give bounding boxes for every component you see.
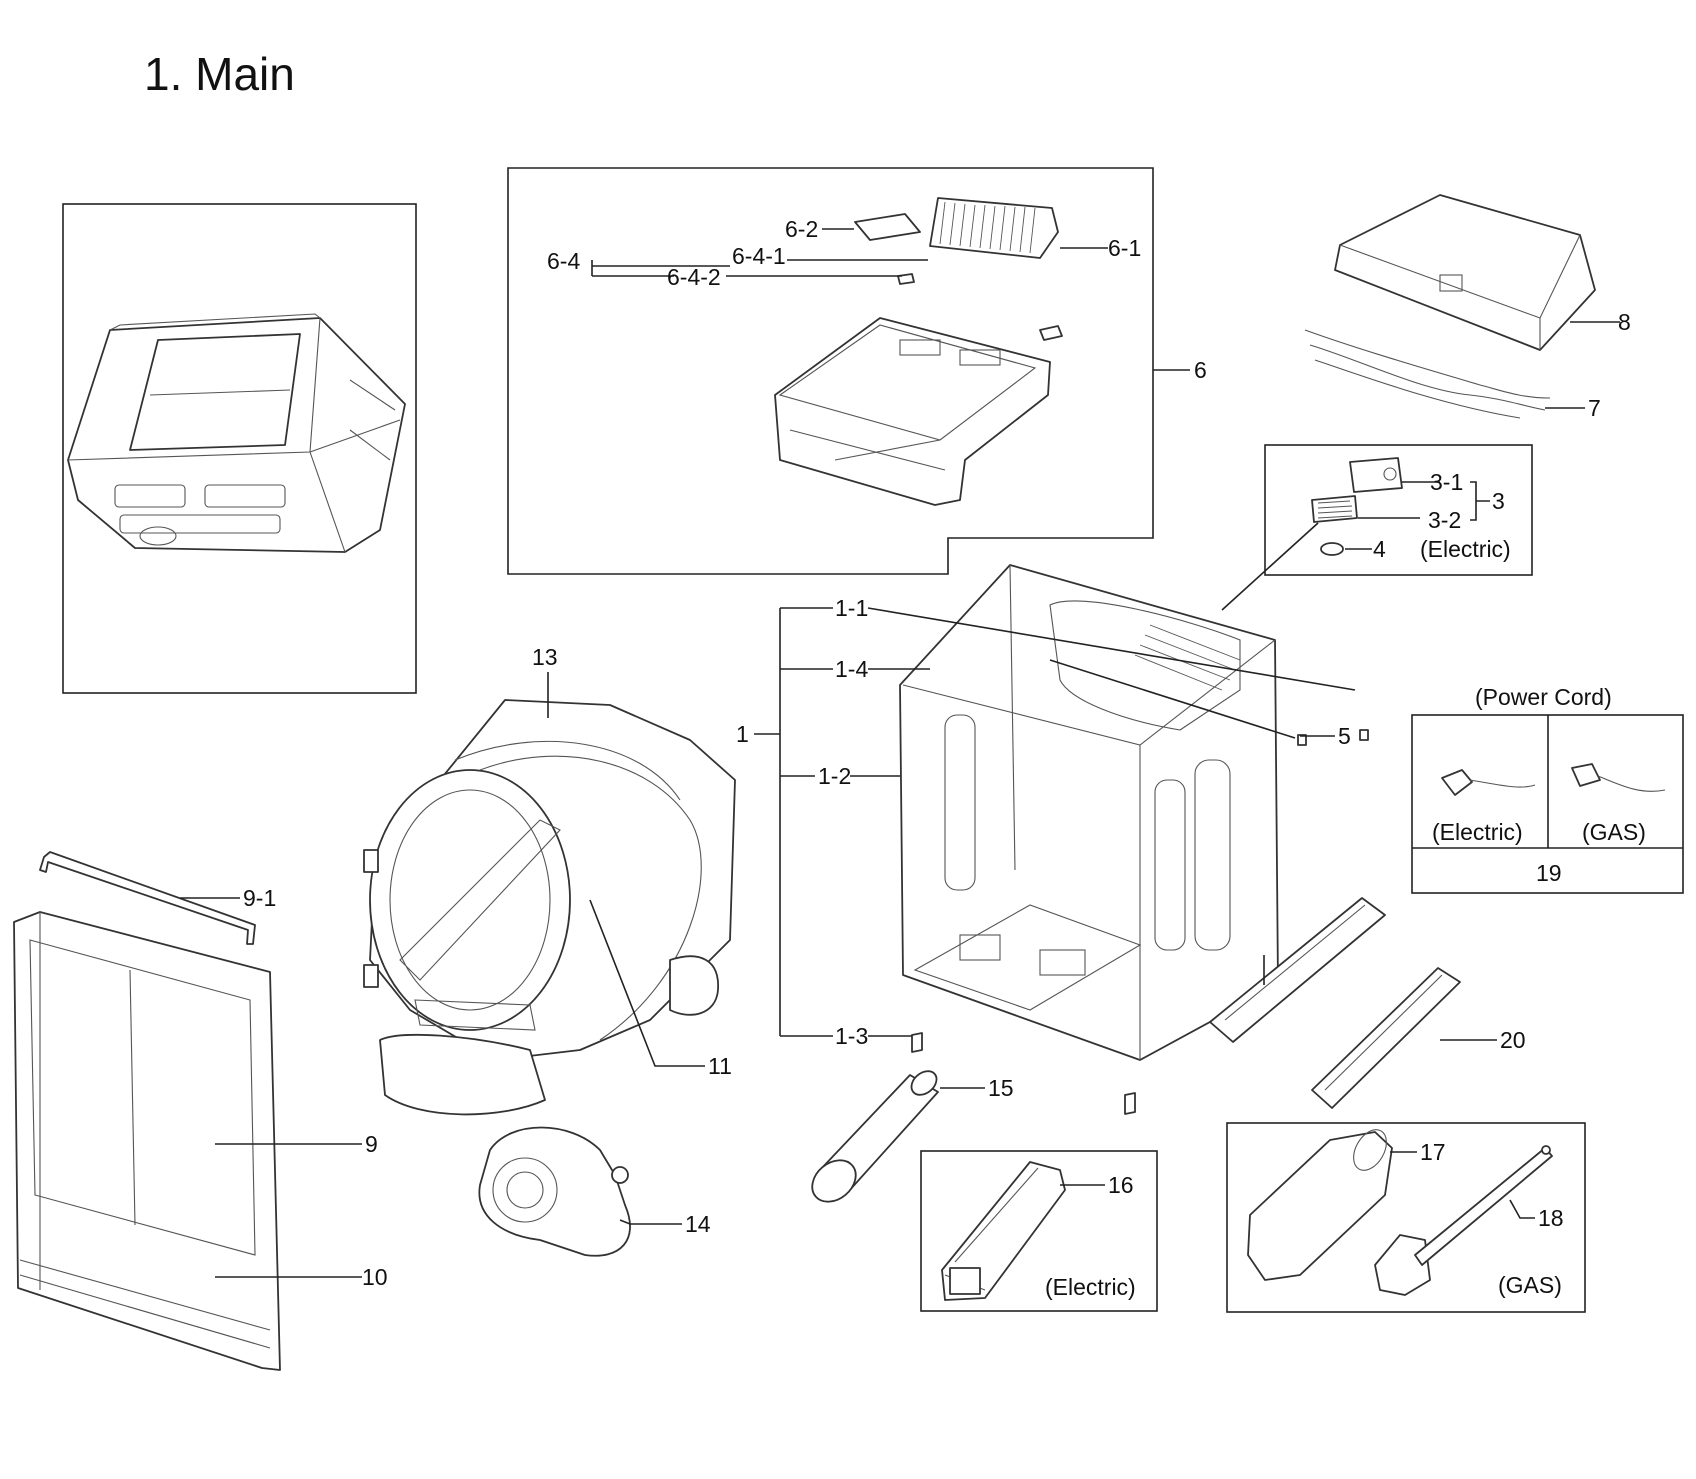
label-1-2: 1-2 — [818, 763, 851, 789]
label-15: 15 — [988, 1075, 1014, 1101]
label-electric-3: (Electric) — [1420, 536, 1511, 562]
leader-lines — [180, 228, 1620, 1278]
label-4: 4 — [1373, 536, 1386, 562]
door-handle-part — [39, 851, 256, 945]
label-gas-19: (GAS) — [1582, 819, 1646, 845]
label-6-2: 6-2 — [785, 216, 818, 242]
page-title: 1. Main — [144, 48, 295, 100]
cabinet-part — [899, 564, 1369, 1115]
door-assembly-part — [13, 911, 281, 1371]
label-20: 20 — [1500, 1027, 1526, 1053]
label-13: 13 — [532, 644, 558, 670]
label-3-1: 3-1 — [1430, 469, 1463, 495]
label-6: 6 — [1194, 357, 1207, 383]
label-electric-16: (Electric) — [1045, 1274, 1136, 1300]
label-6-1: 6-1 — [1108, 235, 1141, 261]
exhaust-duct-part — [811, 1070, 939, 1203]
label-8: 8 — [1618, 309, 1631, 335]
label-electric-19: (Electric) — [1432, 819, 1523, 845]
label-gas-18: (GAS) — [1498, 1272, 1562, 1298]
label-7: 7 — [1588, 395, 1601, 421]
blower-housing-part — [478, 1126, 631, 1257]
label-17: 17 — [1420, 1139, 1446, 1165]
label-10: 10 — [362, 1264, 388, 1290]
label-9-1: 9-1 — [243, 885, 276, 911]
label-16: 16 — [1108, 1172, 1134, 1198]
label-5: 5 — [1338, 723, 1351, 749]
front-rail-part — [1209, 897, 1386, 1043]
label-1-4: 1-4 — [835, 656, 868, 682]
label-3-2: 3-2 — [1428, 507, 1461, 533]
wire-harness-part — [1304, 329, 1551, 419]
label-11: 11 — [708, 1053, 732, 1079]
drum-assembly-part — [363, 699, 736, 1116]
label-3: 3 — [1492, 488, 1505, 514]
gas-parts-group — [1226, 1122, 1586, 1313]
electric-parts-group-3-4 — [1264, 444, 1533, 576]
label-power-cord: (Power Cord) — [1475, 684, 1612, 710]
label-6-4-2: 6-4-2 — [667, 264, 721, 290]
control-panel-part — [1334, 194, 1596, 351]
label-19: 19 — [1536, 860, 1562, 886]
label-6-4: 6-4 — [547, 248, 580, 274]
rear-rail-part — [1311, 967, 1461, 1109]
top-panel-assembly-group — [507, 167, 1154, 575]
part-labels: 6-2 6-1 6-4 6-4-1 6-4-2 6 8 7 3-1 3-2 3 … — [243, 216, 1646, 1300]
label-1-3: 1-3 — [835, 1023, 868, 1049]
label-18: 18 — [1538, 1205, 1564, 1231]
label-1: 1 — [736, 721, 749, 747]
label-1-1: 1-1 — [835, 595, 868, 621]
label-14: 14 — [685, 1211, 711, 1237]
electric-heater-group — [920, 1150, 1158, 1312]
power-cord-group — [1411, 714, 1684, 894]
label-6-4-1: 6-4-1 — [732, 243, 786, 269]
label-9: 9 — [365, 1131, 378, 1157]
assembled-dryer-view — [62, 203, 417, 694]
